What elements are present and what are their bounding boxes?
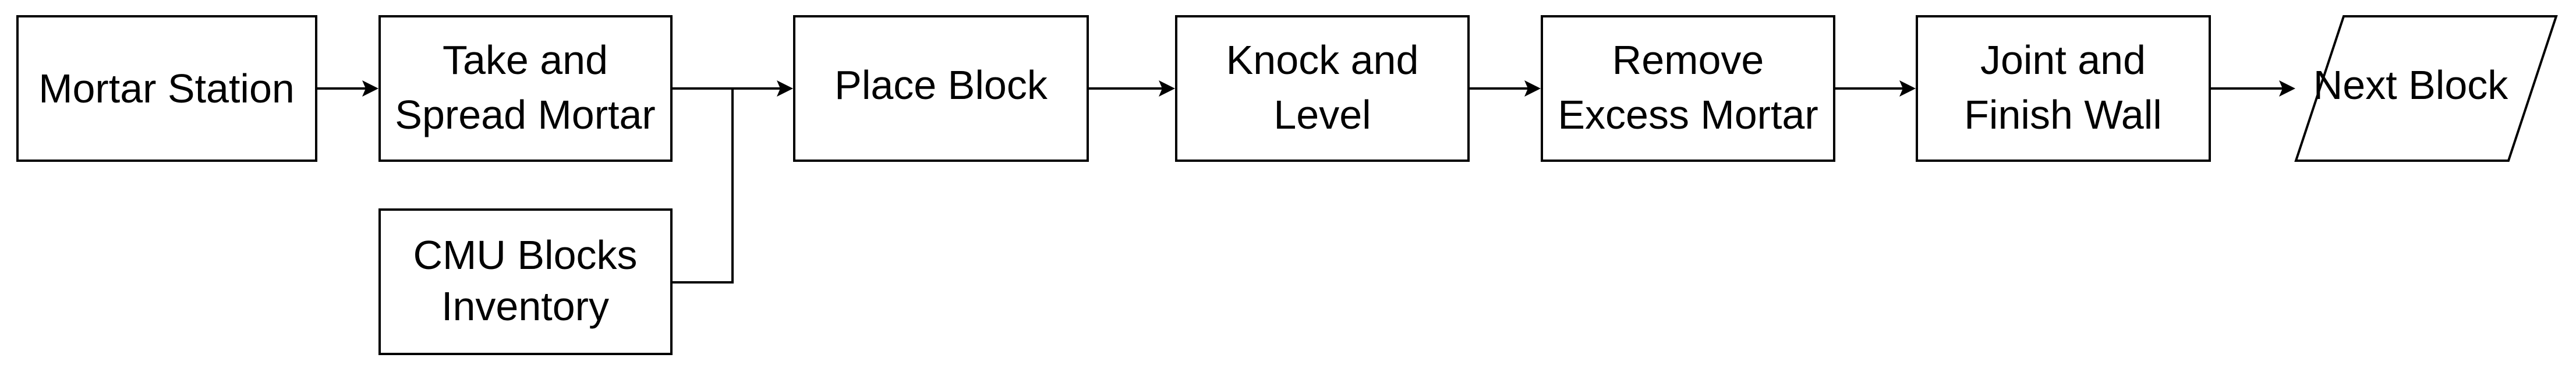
node-box bbox=[378, 15, 673, 162]
node-box bbox=[1916, 15, 2211, 162]
connectors bbox=[316, 80, 2295, 284]
node-label-line: Next Block bbox=[2313, 62, 2509, 108]
node-label-line: Remove bbox=[1612, 37, 1764, 83]
node-label-line: Take and bbox=[443, 37, 608, 83]
node-mortar-station: Mortar Station bbox=[16, 15, 317, 162]
node-knock-and-level: Knock and Level bbox=[1175, 15, 1470, 162]
node-label-line: Finish Wall bbox=[1964, 92, 2162, 137]
node-label-line: Knock and bbox=[1226, 37, 1419, 83]
connector-cmu-inventory-to-place-block bbox=[671, 88, 734, 284]
node-label-line: Joint and bbox=[1980, 37, 2146, 83]
node-next-block: Next Block bbox=[2294, 15, 2558, 162]
node-take-and-spread-mortar: Take and Spread Mortar bbox=[378, 15, 673, 162]
node-label-line: Inventory bbox=[441, 284, 609, 329]
node-box bbox=[16, 15, 317, 162]
node-cmu-blocks-inventory: CMU Blocks Inventory bbox=[378, 208, 673, 355]
arrowhead-joint-finish bbox=[1899, 80, 1916, 97]
arrowhead-next-block bbox=[2279, 80, 2295, 97]
arrowhead-place-block bbox=[777, 80, 793, 97]
node-label-line: Mortar Station bbox=[38, 66, 295, 111]
node-label-line: Place Block bbox=[834, 62, 1048, 108]
node-box bbox=[793, 15, 1089, 162]
node-place-block: Place Block bbox=[793, 15, 1089, 162]
node-box bbox=[1175, 15, 1470, 162]
arrowhead-remove-excess bbox=[1524, 80, 1541, 97]
node-box bbox=[378, 208, 673, 355]
node-joint-and-finish-wall: Joint and Finish Wall bbox=[1916, 15, 2211, 162]
node-label-line: Spread Mortar bbox=[395, 92, 655, 137]
arrowhead-knock-level bbox=[1159, 80, 1175, 97]
node-label-line: Level bbox=[1273, 92, 1371, 137]
node-box bbox=[1541, 15, 1835, 162]
node-remove-excess-mortar: Remove Excess Mortar bbox=[1541, 15, 1835, 162]
node-label-line: Excess Mortar bbox=[1558, 92, 1818, 137]
node-label-line: CMU Blocks bbox=[413, 232, 637, 278]
arrowhead-take-spread bbox=[362, 80, 378, 97]
node-parallelogram bbox=[2294, 15, 2558, 162]
